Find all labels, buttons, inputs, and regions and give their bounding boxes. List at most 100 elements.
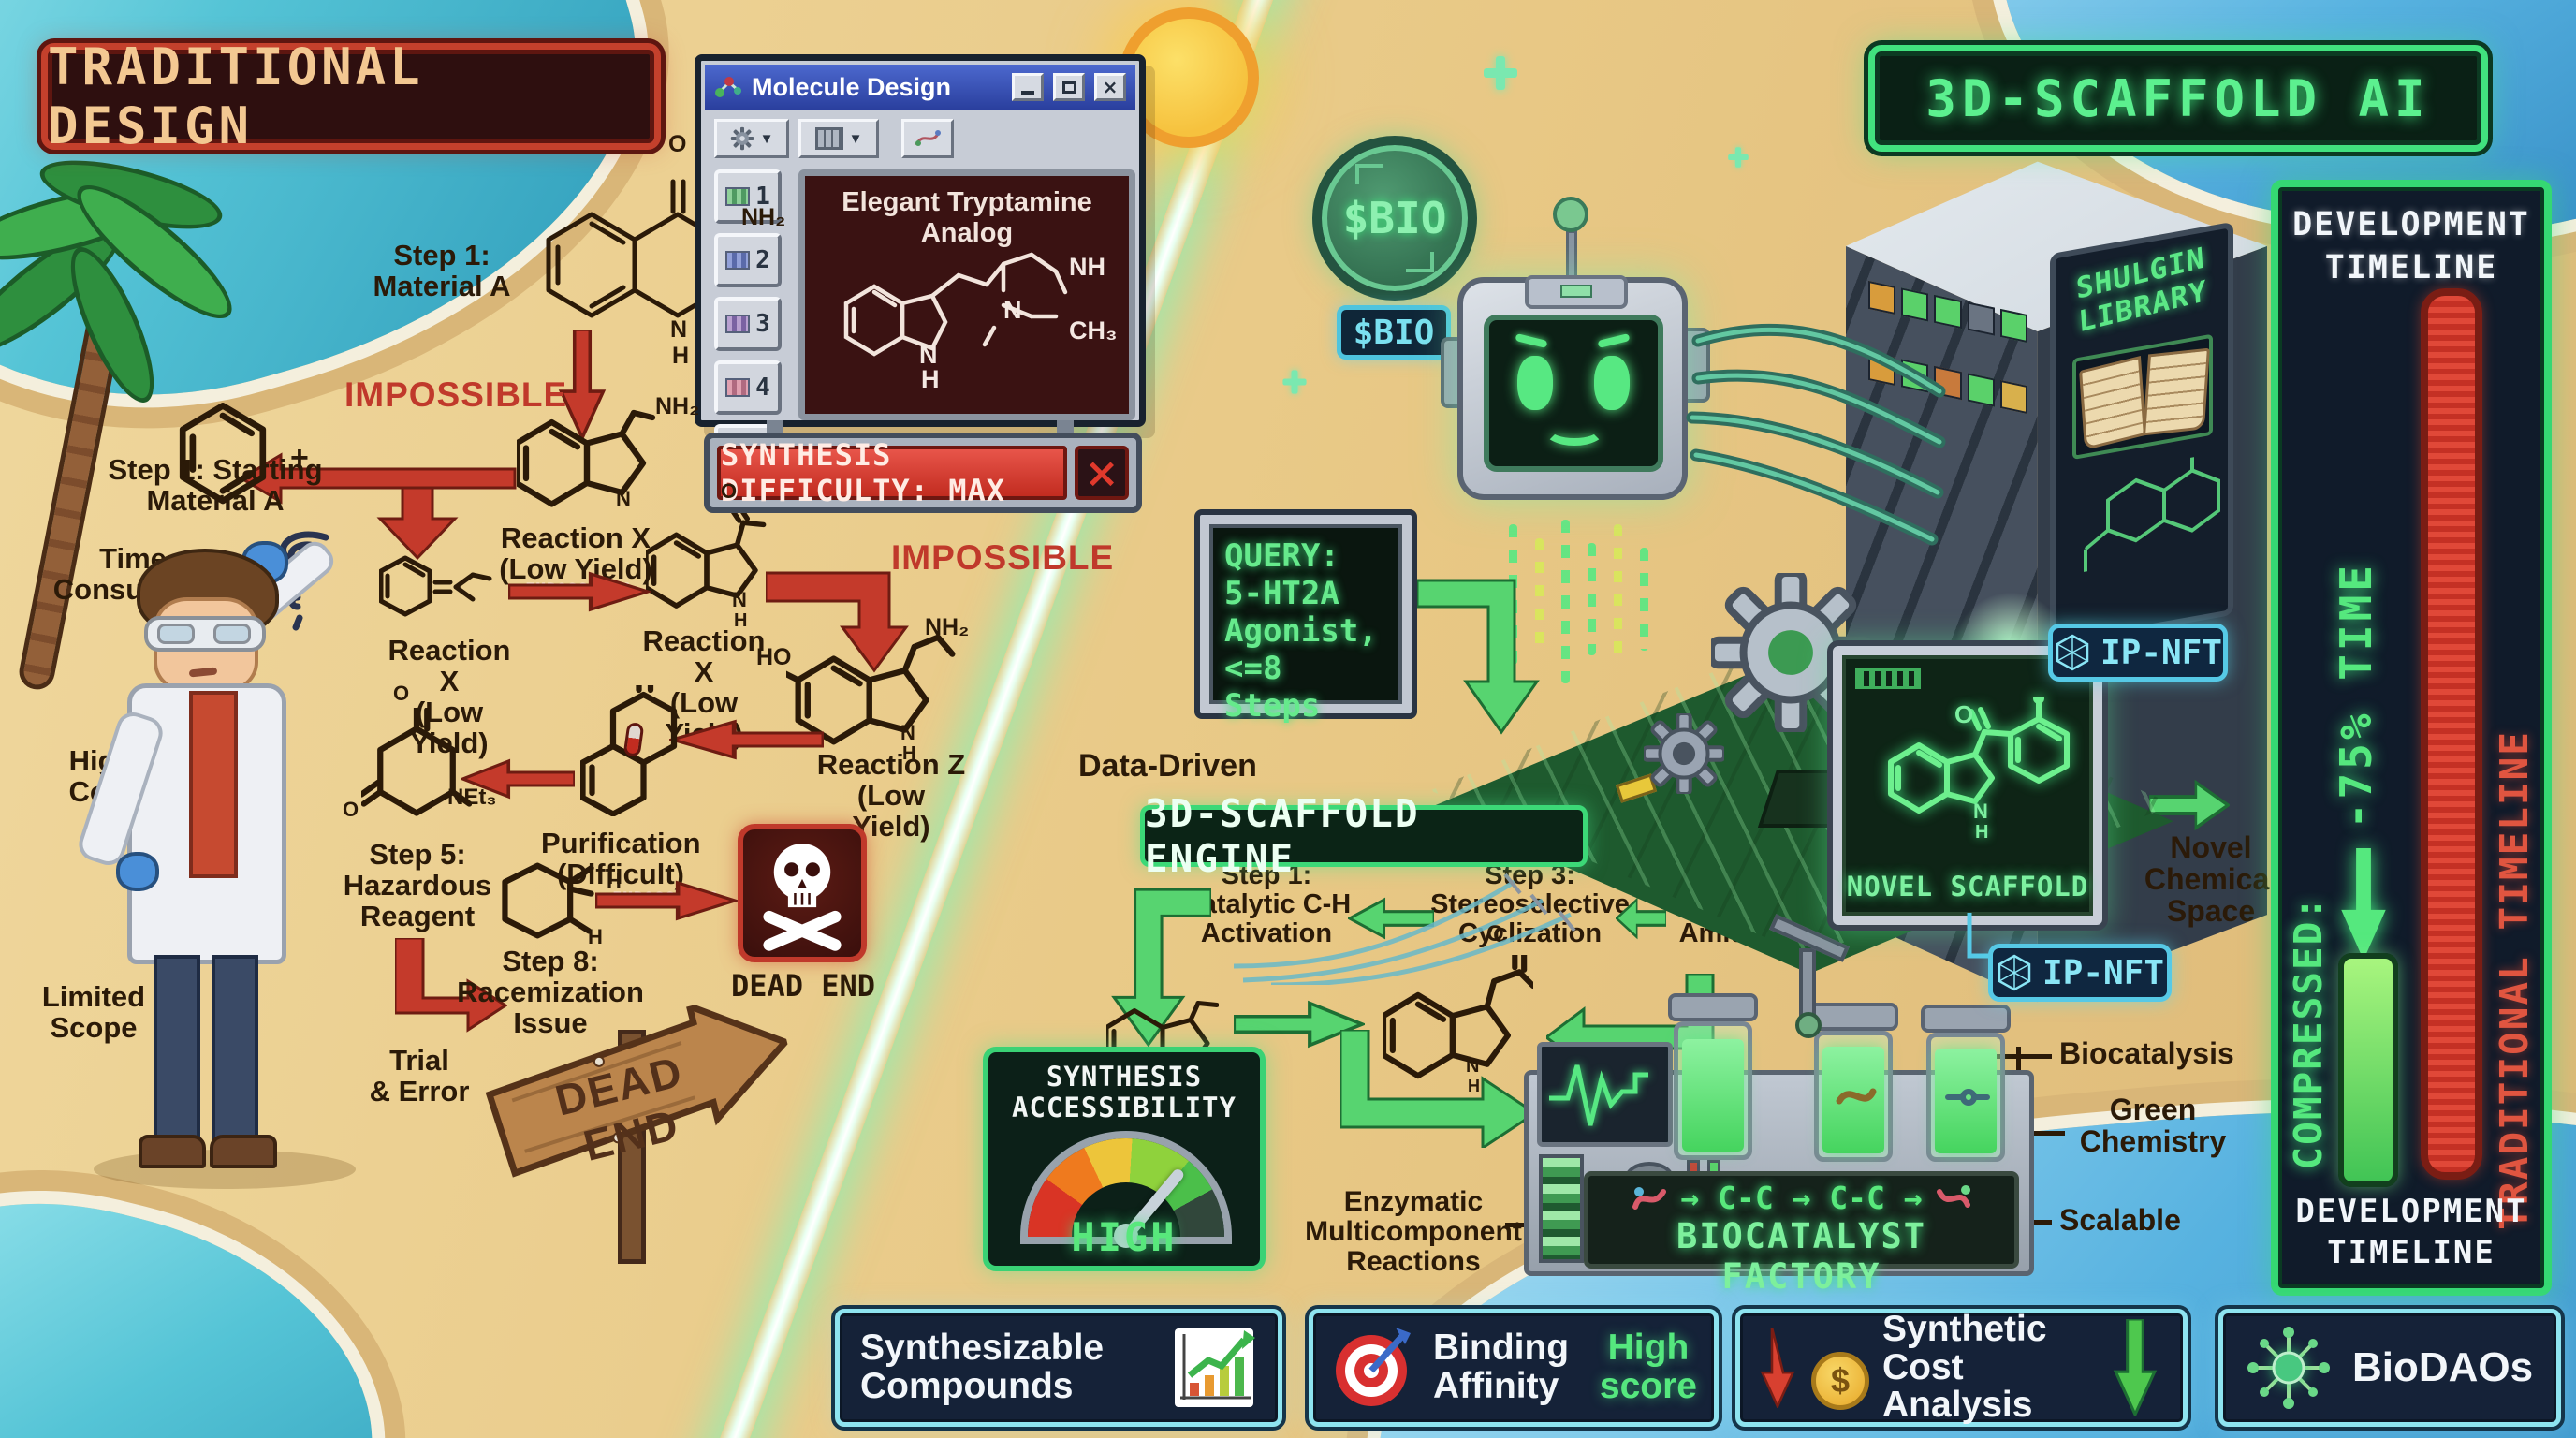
scientist-shirt bbox=[189, 691, 238, 878]
close-icon: × bbox=[1084, 448, 1120, 497]
gauge-value: HIGH bbox=[1071, 1214, 1178, 1260]
cost-down-icon bbox=[1760, 1328, 1795, 1408]
atom-label: CH₃ bbox=[1069, 316, 1118, 345]
green-arrow-right bbox=[1234, 1000, 1365, 1049]
sparkle-icon bbox=[1484, 56, 1517, 90]
shulgin-label: SHULGIN LIBRARY bbox=[2074, 241, 2209, 340]
factory-name: BIOCATALYST FACTORY bbox=[1676, 1216, 1927, 1297]
enzyme-icon bbox=[1632, 1186, 1667, 1210]
minimize-button[interactable] bbox=[1012, 73, 1044, 101]
atom-label: NH₂ bbox=[655, 393, 700, 419]
purification-structure bbox=[580, 685, 678, 816]
pcb-pin-traces bbox=[1234, 873, 1576, 985]
traditional-title-text: TRADITIONAL DESIGN bbox=[48, 37, 424, 155]
atom-label: H bbox=[1975, 822, 1989, 843]
enzyme-icon bbox=[1836, 1088, 1877, 1105]
enzyme-icon bbox=[1936, 1184, 1970, 1208]
tool-button-3[interactable]: 3 bbox=[714, 297, 782, 351]
enzymatic-connector bbox=[1505, 1223, 1537, 1227]
novel-scaffold-structure bbox=[1888, 697, 2070, 814]
badge-binding-text: Binding Affinity bbox=[1433, 1328, 1570, 1406]
robot-eyebrow bbox=[1597, 333, 1631, 348]
traditional-title: TRADITIONAL DESIGN bbox=[41, 37, 661, 155]
target-icon bbox=[1336, 1328, 1411, 1406]
server-molecule-icon bbox=[2084, 453, 2220, 572]
atom-label: H bbox=[921, 365, 940, 393]
caret-down-icon: ▼ bbox=[848, 130, 863, 147]
tool-button-2[interactable]: 2 bbox=[714, 233, 782, 287]
scientist bbox=[74, 536, 374, 1198]
book-page bbox=[2079, 355, 2146, 450]
minimize-icon bbox=[1021, 91, 1034, 95]
goggle-lens bbox=[213, 624, 251, 644]
purification-label: Purification (Difficult) bbox=[541, 827, 701, 891]
alert-close-button[interactable]: × bbox=[1075, 446, 1129, 500]
grid-dropdown-button[interactable]: ▼ bbox=[798, 119, 879, 158]
tool-icon bbox=[725, 251, 751, 270]
maximize-button[interactable] bbox=[1053, 73, 1085, 101]
atom-label: O bbox=[1954, 700, 1974, 728]
robot-head bbox=[1457, 275, 1688, 500]
atom-label: H bbox=[588, 925, 603, 948]
window-titlebar[interactable]: Molecule Design × bbox=[705, 65, 1135, 110]
ip-nft-text: IP-NFT bbox=[2100, 633, 2223, 672]
server-led bbox=[1967, 373, 1995, 407]
ai-title: 3D-SCAFFOLD AI bbox=[1868, 45, 2488, 152]
compressed-label: COMPRESSED: bbox=[2286, 895, 2331, 1170]
tool-label: 2 bbox=[755, 246, 770, 274]
biocatalysis-label: Biocatalysis bbox=[2059, 1036, 2234, 1070]
server-led bbox=[1967, 301, 1995, 336]
sign-board bbox=[485, 1001, 791, 1178]
gauge-title: SYNTHESIS ACCESSIBILITY bbox=[1012, 1061, 1237, 1124]
query-line: <=8 Steps bbox=[1224, 650, 1321, 725]
impossible-label-1: IMPOSSIBLE bbox=[344, 375, 568, 414]
bio-coin-text: $BIO bbox=[1342, 193, 1447, 243]
robot-cables bbox=[1686, 323, 1946, 546]
badge-cost-analysis[interactable]: $ Synthetic Cost Analysis bbox=[1732, 1305, 2191, 1431]
badge-biodaos[interactable]: BioDAOs bbox=[2215, 1305, 2565, 1431]
caret-down-icon: ▼ bbox=[759, 130, 774, 147]
atom-label: N bbox=[1973, 800, 1988, 823]
badge-synthesizable[interactable]: Synthesizable Compounds bbox=[831, 1305, 1286, 1431]
arm-segment bbox=[1799, 948, 1816, 1021]
bioreactor-cap bbox=[1921, 1005, 2011, 1033]
draw-tool-button[interactable] bbox=[901, 119, 954, 158]
tool-button-1[interactable]: 1 bbox=[714, 169, 782, 224]
factory-display: → C-C → C-C → BIOCATALYST FACTORY bbox=[1584, 1171, 2019, 1297]
enzymatic-label: Enzymatic Multicomponent Reactions bbox=[1305, 1186, 1522, 1278]
red-arrow-left-1 bbox=[669, 719, 824, 760]
gear-dropdown-button[interactable]: ▼ bbox=[714, 119, 789, 158]
atom-label: O bbox=[721, 479, 738, 503]
badge-binding-affinity[interactable]: Binding Affinity High score bbox=[1305, 1305, 1722, 1431]
goggle-lens bbox=[157, 624, 195, 644]
close-button[interactable]: × bbox=[1094, 73, 1126, 101]
badge-binding-score: High score bbox=[1599, 1328, 1697, 1406]
atom-label: N bbox=[670, 316, 688, 343]
timeline-panel: DEVELOPMENT TIMELINE -75% TIME COMPRESSE… bbox=[2271, 180, 2552, 1296]
tool-icon bbox=[725, 187, 751, 206]
scientist-leg bbox=[154, 955, 200, 1142]
atom-label: H bbox=[734, 610, 748, 631]
impossible-label-2: IMPOSSIBLE bbox=[891, 538, 1115, 577]
badge-synthesizable-text: Synthesizable Compounds bbox=[860, 1328, 1105, 1406]
impossible-arrow-1: IMPOSSIBLE bbox=[508, 571, 651, 612]
reaction-z-structure bbox=[786, 634, 956, 745]
scientist-shoe bbox=[139, 1135, 206, 1168]
starting-material-label: Step 1: Starting Material A bbox=[108, 453, 323, 518]
atom-label: N bbox=[616, 487, 631, 510]
red-t-connector-arrow bbox=[242, 452, 517, 561]
traditional-label: TRADITIONAL TIMELINE bbox=[2492, 730, 2537, 1230]
data-stream bbox=[1640, 548, 1648, 651]
ai-product-structure bbox=[1383, 955, 1533, 1079]
atom-label: O bbox=[1486, 921, 1504, 946]
atom-label: O bbox=[668, 131, 687, 157]
coin-icon: $ bbox=[1811, 1352, 1869, 1410]
green-arrow-left bbox=[1616, 897, 1666, 940]
tool-button-4[interactable]: 4 bbox=[714, 360, 782, 415]
waveform-icon bbox=[1549, 1064, 1648, 1126]
window-sidebar: 1 2 3 4 bbox=[714, 169, 789, 478]
robot-smile bbox=[1544, 414, 1605, 446]
red-arrow-down bbox=[558, 330, 607, 440]
dollar-sign: $ bbox=[1830, 1361, 1851, 1400]
